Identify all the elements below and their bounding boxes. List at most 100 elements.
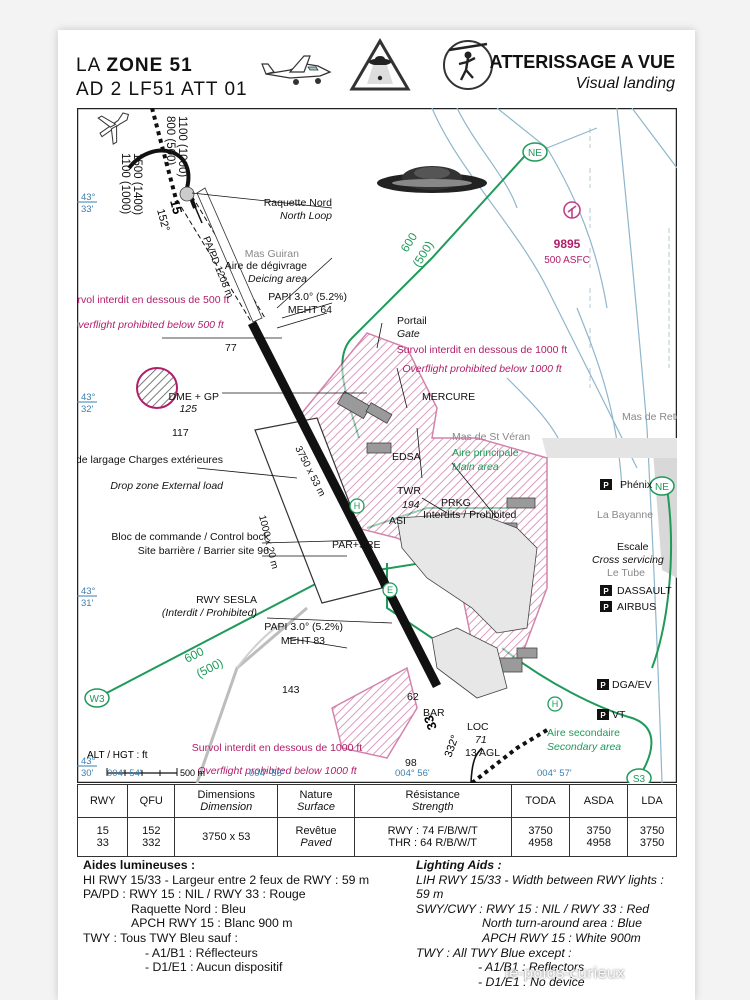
svg-text:Site barrière / Barrier site 9: Site barrière / Barrier site 96 <box>138 545 269 557</box>
chart-header-right: ATTERISSAGE A VUE Visual landing <box>490 52 675 93</box>
svg-text:PRKG: PRKG <box>441 497 471 509</box>
svg-text:P: P <box>603 481 609 490</box>
lighting-line: - A1/B1 : Reflectors <box>478 960 585 975</box>
svg-text:S3: S3 <box>633 774 646 783</box>
lighting-line: - D1/E1 : No device <box>478 974 585 989</box>
svg-text:13 AGL: 13 AGL <box>465 747 500 759</box>
svg-text:PAPI 3.0° (5.2%): PAPI 3.0° (5.2%) <box>268 291 347 303</box>
ufo-warning-icon <box>349 38 411 91</box>
svg-text:Mas Guiran: Mas Guiran <box>245 248 299 260</box>
svg-text:Overflight prohibited below 50: Overflight prohibited below 500 ft <box>77 319 225 331</box>
helipads: H H E <box>349 498 563 712</box>
svg-text:Overflight prohibited below 10: Overflight prohibited below 1000 ft <box>197 765 357 777</box>
approach-paths <box>127 108 549 783</box>
svg-text:(Interdit / Prohibited): (Interdit / Prohibited) <box>162 607 257 619</box>
labels-north: Raquette Nord North Loop Mas Guiran Aire… <box>77 197 427 696</box>
chart-code: AD 2 LF51 ATT 01 <box>76 79 248 100</box>
alien-glider-icon <box>443 40 493 90</box>
svg-text:Aire de dégivrage: Aire de dégivrage <box>225 260 307 272</box>
svg-text:Drop zone External load: Drop zone External load <box>110 480 224 492</box>
svg-text:ALT / HGT : ft: ALT / HGT : ft <box>87 750 148 761</box>
svg-text:Zone de largage Charges extéri: Zone de largage Charges extérieures <box>77 454 223 466</box>
svg-text:62: 62 <box>407 691 419 703</box>
lighting-line: - D1/E1 : Aucun dispositif <box>145 960 283 975</box>
svg-text:DME + GP: DME + GP <box>169 391 219 403</box>
labels-center: MERCURE EDSA Mas de St Véran Aire princi… <box>332 391 621 769</box>
labels-east: Mas de Retorier Phénix La Bayanne Escale… <box>592 411 677 721</box>
svg-text:H: H <box>354 501 361 511</box>
svg-text:43°: 43° <box>81 192 96 203</box>
zone-asfc: 500 ASFC <box>544 255 590 266</box>
title-prefix: LA <box>76 55 101 76</box>
svg-text:Cross servicing: Cross servicing <box>592 554 664 566</box>
main-runway <box>176 187 442 689</box>
svg-text:Raquette Nord: Raquette Nord <box>264 197 332 209</box>
parachutist-icon <box>563 201 581 219</box>
restricted-area-500ft: Survol interdit en dessous de 500 ft Ove… <box>77 294 229 409</box>
svg-text:NE: NE <box>528 148 542 159</box>
coordinate-labels: 43°33' 43°32' 43°31' 43°30' 004° 54' 004… <box>77 192 572 779</box>
svg-text:La Bayanne: La Bayanne <box>597 509 653 521</box>
svg-text:AIRBUS: AIRBUS <box>617 601 656 613</box>
reporting-point-ne-2: NE <box>649 476 675 496</box>
grid-ticks <box>589 128 670 388</box>
svg-text:Deicing area: Deicing area <box>248 273 307 285</box>
svg-text:Survol interdit en dessous de: Survol interdit en dessous de 1000 ft <box>192 742 363 754</box>
parking-badges: P P P P P <box>597 479 612 720</box>
airplane-icon <box>261 55 332 85</box>
approach-altitudes: 1100 (1000) 800 (500) 1500 (1400) 1100 (… <box>119 116 188 215</box>
svg-text:71: 71 <box>475 734 487 746</box>
svg-text:Mas de Retorier: Mas de Retorier <box>622 411 677 423</box>
svg-text:EDSA: EDSA <box>392 451 421 463</box>
ufo-icon <box>377 166 487 193</box>
svg-text:Phénix: Phénix <box>620 479 653 491</box>
svg-text:DGA/EV: DGA/EV <box>612 679 652 691</box>
svg-text:004° 56': 004° 56' <box>395 768 430 779</box>
svg-text:Aire principale: Aire principale <box>452 447 519 459</box>
lighting-line: LIH RWY 15/33 - Width between RWY lights… <box>416 872 664 902</box>
svg-text:Aire secondaire: Aire secondaire <box>547 727 620 739</box>
lighting-line: TWY : Tous TWY Bleu sauf : <box>83 930 238 945</box>
aprons <box>396 512 538 699</box>
lighting-aids-fr: Aides lumineuses : HI RWY 15/33 - Largeu… <box>83 858 369 975</box>
lighting-aids-en: Lighting Aids : LIH RWY 15/33 - Width be… <box>416 858 677 989</box>
reporting-point-s3: S3 <box>626 768 652 783</box>
svg-text:1500 (1400): 1500 (1400) <box>131 153 143 215</box>
scale-bar: ALT / HGT : ft 500 m <box>87 750 205 778</box>
svg-text:TWR: TWR <box>397 485 421 497</box>
lighting-line: - A1/B1 : Réflecteurs <box>145 945 258 960</box>
svg-text:800 (500): 800 (500) <box>164 116 176 165</box>
secondary-runway <box>254 417 383 604</box>
svg-text:Main area: Main area <box>452 461 499 473</box>
reporting-point-w3: W3 <box>84 688 110 708</box>
runway-33-label: 33 <box>421 713 440 732</box>
reporting-point-ne: NE <box>522 142 548 162</box>
svg-text:31': 31' <box>81 598 94 609</box>
svg-text:43°: 43° <box>81 586 96 597</box>
svg-text:43°: 43° <box>81 392 96 403</box>
svg-text:500 m: 500 m <box>180 768 205 778</box>
header-rwy: RWY <box>76 784 129 818</box>
svg-text:Le Tube: Le Tube <box>607 567 645 579</box>
svg-text:Overflight prohibited below 10: Overflight prohibited below 1000 ft <box>402 363 562 375</box>
chart-header-left: LA ZONE 51 AD 2 LF51 ATT 01 <box>76 54 248 102</box>
aerodrome-map: 1100 (1000) 800 (500) 1500 (1400) 1100 (… <box>77 108 677 783</box>
cell-dimensions: 3750 x 53 <box>174 817 279 857</box>
header-asda: ASDA <box>569 784 629 818</box>
svg-text:Secondary area: Secondary area <box>547 741 621 753</box>
svg-text:VT: VT <box>612 709 626 721</box>
svg-text:P: P <box>600 681 606 690</box>
svg-text:98: 98 <box>405 757 417 769</box>
svg-text:LOC: LOC <box>467 721 489 733</box>
svg-text:Interdits / Prohibited: Interdits / Prohibited <box>423 509 517 521</box>
lighting-line: Raquette Nord : Bleu <box>131 901 246 916</box>
svg-text:Survol interdit en dessous de: Survol interdit en dessous de 1000 ft <box>397 344 568 356</box>
svg-text:194: 194 <box>402 499 420 511</box>
svg-text:1100 (1000): 1100 (1000) <box>176 116 188 177</box>
lighting-line: North turn-around area : Blue <box>482 916 642 931</box>
svg-text:004° 54': 004° 54' <box>107 768 142 779</box>
